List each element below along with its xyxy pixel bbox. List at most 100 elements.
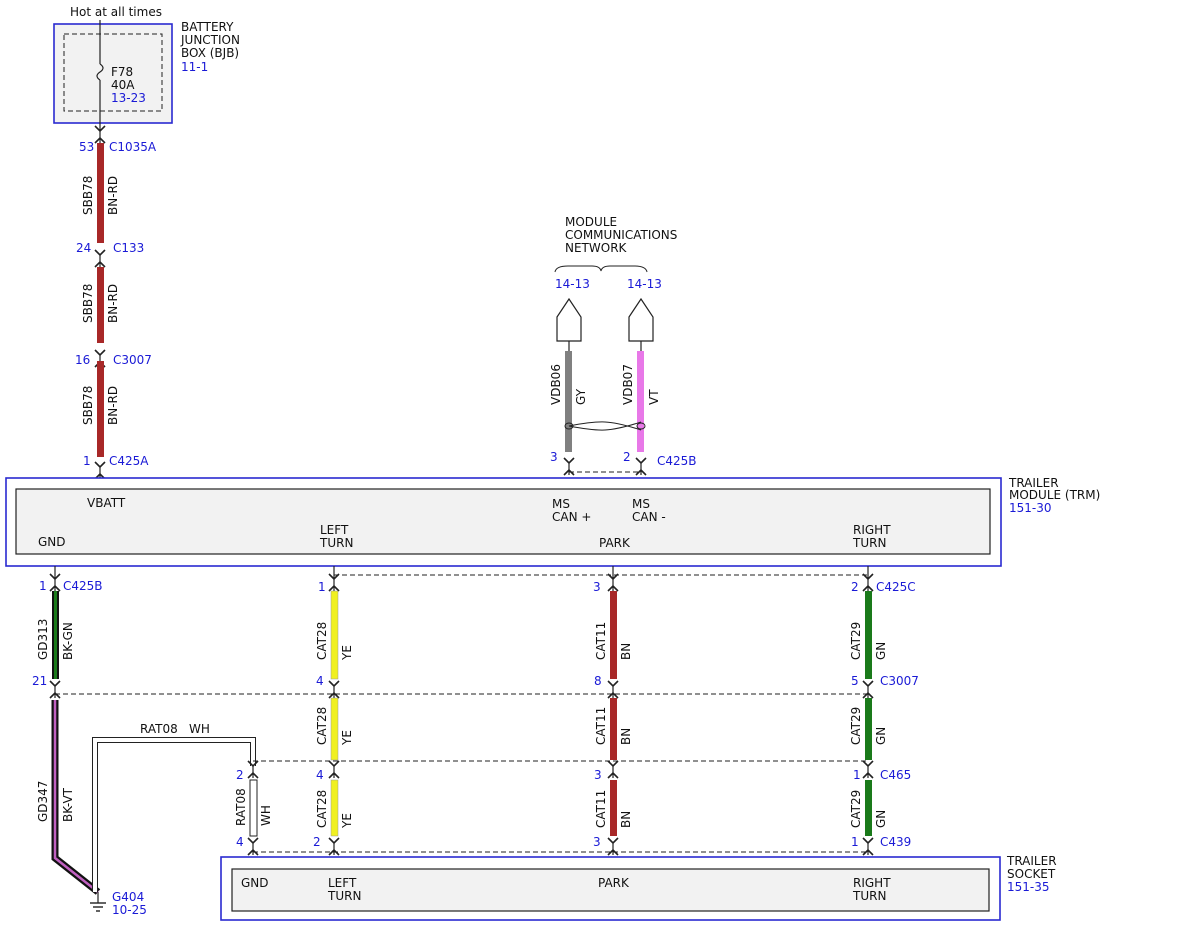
connector-c465-park-icon [607, 760, 619, 779]
wire-gd313-stripe [54, 591, 57, 679]
can-low-arrow-icon [628, 297, 654, 342]
bjb-name-line3: BOX (BJB) [181, 46, 239, 60]
park-pin-3: 3 [594, 768, 602, 782]
wire-cat11-seg1 [610, 591, 617, 679]
c425c-name: C425C [876, 580, 916, 594]
vdb07-color: VT [647, 389, 661, 405]
trm-inner-box [15, 488, 991, 555]
vdb07-circuit: VDB07 [621, 364, 635, 405]
left-pin-2: 4 [316, 674, 324, 688]
park-pin-4: 3 [593, 835, 601, 849]
socket-right-turn-1: RIGHT [853, 876, 891, 890]
trm-left-turn-2: TURN [319, 536, 353, 550]
power-source-label: Hot at all times [70, 5, 162, 19]
cat29-seg1-circuit: CAT29 [849, 622, 863, 660]
rat08-color: WH [259, 805, 273, 826]
c3007-top-pin: 16 [75, 353, 90, 367]
right-pin-3: 1 [853, 768, 861, 782]
cat28-seg3-circuit: CAT28 [315, 790, 329, 828]
c425a-name: C425A [109, 454, 149, 468]
wire-cat28-seg3 [330, 779, 339, 837]
rat08-route-color: WH [189, 722, 210, 736]
gd347-color: BK-VT [61, 787, 75, 822]
left-pin-4: 2 [313, 835, 321, 849]
wire-sbb78-seg1 [97, 143, 104, 243]
ground-name: G404 [112, 890, 144, 904]
fuse-ref: 13-23 [111, 91, 146, 105]
park-pin-1: 3 [593, 580, 601, 594]
wire-cat11-seg3 [610, 780, 617, 836]
socket-name-line1: TRAILER [1006, 854, 1057, 868]
wire-cat28-seg2 [330, 697, 339, 761]
trm-ms-can-plus-2: CAN + [552, 510, 591, 524]
gd347-circuit: GD347 [36, 781, 50, 822]
cat29-seg1-color: GN [874, 642, 888, 660]
sbb78-seg1-circuit: SBB78 [81, 176, 95, 215]
vdb06-circuit: VDB06 [549, 364, 563, 405]
network-line3: NETWORK [565, 241, 628, 255]
cat29-seg3-circuit: CAT29 [849, 790, 863, 828]
c439-name: C439 [880, 835, 911, 849]
cat29-seg2-circuit: CAT29 [849, 707, 863, 745]
c465-name: C465 [880, 768, 911, 782]
connector-c3007-gnd-icon [49, 680, 61, 699]
wire-rat08-route [93, 738, 255, 892]
right-pin-4: 1 [851, 835, 859, 849]
c425b-bottom-name: C425B [63, 579, 103, 593]
connector-c439-park-icon [607, 837, 619, 856]
bjb-inner-box [63, 33, 163, 112]
bjb-ref: 11-1 [181, 60, 208, 74]
socket-park: PARK [598, 876, 630, 890]
socket-right-turn-2: TURN [852, 889, 886, 903]
right-pin-2: 5 [851, 674, 859, 688]
cat29-seg3-color: GN [874, 810, 888, 828]
trm-ms-can-plus-1: MS [552, 497, 570, 511]
gnd-pin-bottom: 21 [32, 674, 47, 688]
cat11-seg3-color: BN [619, 811, 633, 828]
cat11-seg1-color: BN [619, 643, 633, 660]
connector-c133-icon [94, 249, 106, 268]
wire-cat28-seg1 [330, 590, 339, 680]
c1035a-name: C1035A [109, 140, 157, 154]
park-pin-2: 8 [594, 674, 602, 688]
can-low-pin: 2 [623, 450, 631, 464]
connector-c465-left-icon [328, 760, 340, 779]
rat-pin-top: 2 [236, 768, 244, 782]
gd313-color: BK-GN [61, 622, 75, 660]
left-pin-1: 1 [318, 580, 326, 594]
wire-vdb06 [565, 351, 572, 452]
trm-left-turn-1: LEFT [320, 523, 349, 537]
cat11-seg2-circuit: CAT11 [594, 707, 608, 745]
cat28-seg2-circuit: CAT28 [315, 707, 329, 745]
sbb78-seg3-color: BN-RD [106, 386, 120, 425]
trm-ref: 151-30 [1009, 501, 1052, 515]
sbb78-seg2-color: BN-RD [106, 284, 120, 323]
vdb06-color: GY [574, 388, 588, 405]
can-high-arrow-icon [556, 297, 582, 342]
network-brace [554, 265, 648, 273]
c425b-top-name: C425B [657, 454, 697, 468]
c133-name: C133 [113, 241, 144, 255]
socket-ref: 151-35 [1007, 880, 1050, 894]
connector-c3007-park-icon [607, 680, 619, 699]
c3007-top-name: C3007 [113, 353, 152, 367]
network-line1: MODULE [565, 215, 617, 229]
network-ref-left: 14-13 [555, 277, 590, 291]
c133-pin: 24 [76, 241, 91, 255]
wire-cat29-seg1 [865, 591, 872, 679]
rat-pin-bottom: 4 [236, 835, 244, 849]
trm-name-line1: TRAILER [1008, 476, 1059, 490]
cat11-seg1-circuit: CAT11 [594, 622, 608, 660]
connector-c425a-icon [94, 461, 106, 480]
cat11-seg2-color: BN [619, 728, 633, 745]
gnd-pin-top: 1 [39, 579, 47, 593]
c3007-bottom-name: C3007 [880, 674, 919, 688]
cat28-seg2-color: YE [340, 730, 354, 746]
gd313-circuit: GD313 [36, 619, 50, 660]
bjb-name-line2: JUNCTION [180, 33, 240, 47]
connector-c465-right-icon [862, 760, 874, 779]
wire-vdb07 [637, 351, 644, 452]
trm-right-turn-1: RIGHT [853, 523, 891, 537]
c425a-pin: 1 [83, 454, 91, 468]
